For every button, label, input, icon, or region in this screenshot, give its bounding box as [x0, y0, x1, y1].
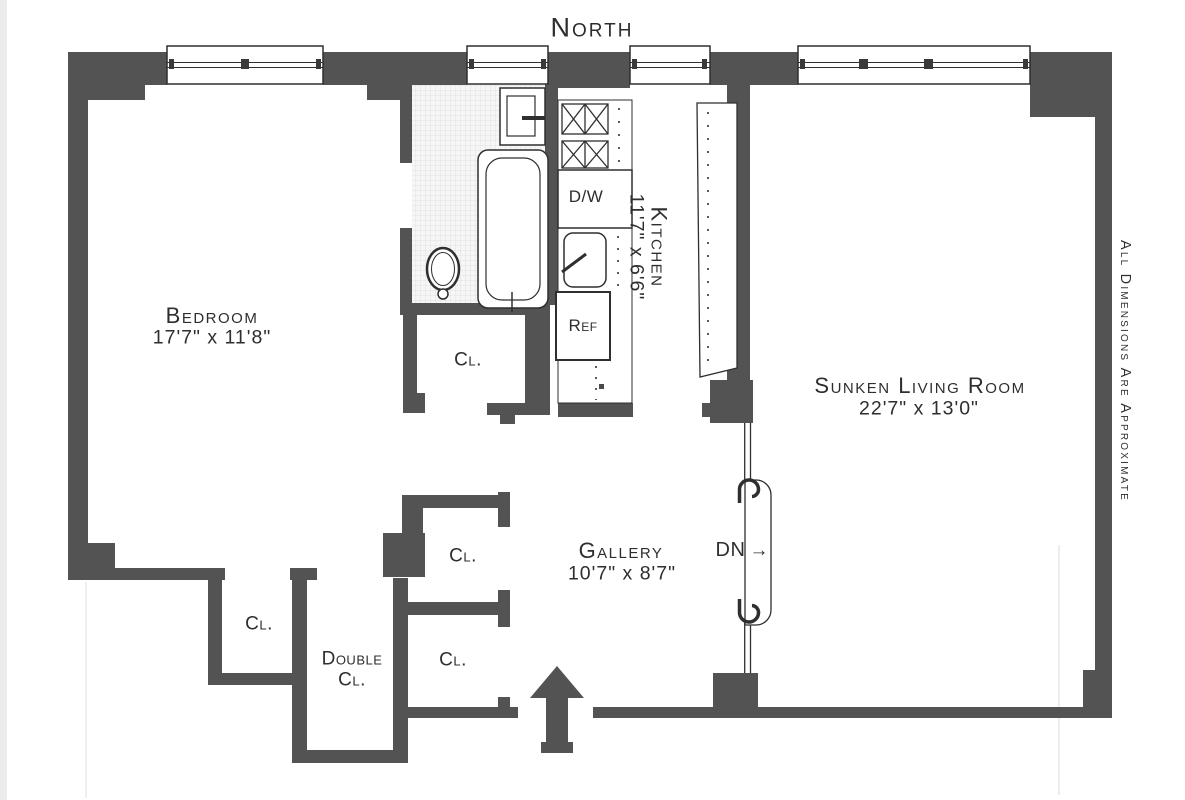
bedroom-dims: 17'7" x 11'8" [152, 326, 272, 349]
scan-edge-artifacts [0, 0, 1060, 800]
refrigerator-box [555, 291, 611, 361]
double-closet-line1: Double [321, 648, 383, 670]
bathtub [477, 149, 549, 312]
kitchen-dims: 11'7" x 6'6" [625, 193, 648, 301]
window-1 [166, 45, 324, 85]
bathroom-closet-label: Cl. [454, 349, 482, 371]
gallery-dims: 10'7" x 8'7" [567, 562, 677, 585]
disclaimer-label: All Dimensions Are Approximate [1116, 240, 1133, 502]
kitchen-counter-right [696, 102, 738, 378]
living-room-dims: 22'7" x 13'0" [859, 397, 979, 420]
stair-railing [737, 423, 772, 673]
kitchen-sink [561, 232, 607, 288]
entry-arrow-icon [530, 666, 584, 753]
double-closet-label: Double Cl. [322, 649, 383, 690]
stair-down-label-group: DN → [716, 540, 769, 562]
kitchen-fixtures [555, 99, 738, 404]
railing-hook-bottom [737, 599, 761, 624]
windows [166, 45, 1031, 85]
north-label: North [550, 12, 634, 43]
dishwasher-label: D/W [568, 186, 604, 206]
upper-gallery-closet-label: Cl. [449, 545, 477, 567]
dishwasher-box [557, 169, 633, 229]
step-platform [744, 479, 772, 626]
bedroom-name: Bedroom [165, 303, 259, 329]
gallery-name: Gallery [578, 538, 664, 564]
railing-hook-top [737, 478, 761, 503]
bathroom-sink [499, 87, 546, 146]
window-2 [466, 45, 549, 85]
toilet [425, 246, 461, 300]
bathroom-fixtures [425, 87, 549, 312]
stove-burners [561, 103, 609, 169]
refrigerator-label: Ref [568, 315, 598, 335]
living-room-name: Sunken Living Room [814, 373, 1026, 399]
window-3 [629, 45, 711, 85]
walls [68, 52, 1112, 763]
kitchen-name: Kitchen [646, 206, 672, 288]
kitchen-label-group: Kitchen 11'7" x 6'6" [625, 193, 672, 301]
stair-down-label: DN [715, 539, 746, 562]
bedroom-closet-label: Cl. [245, 613, 273, 635]
right-arrow-icon: → [749, 539, 769, 561]
double-closet-line2: Cl. [338, 669, 366, 690]
counter-dots [595, 108, 620, 400]
lower-gallery-closet-label: Cl. [439, 649, 467, 671]
window-4 [797, 45, 1031, 85]
